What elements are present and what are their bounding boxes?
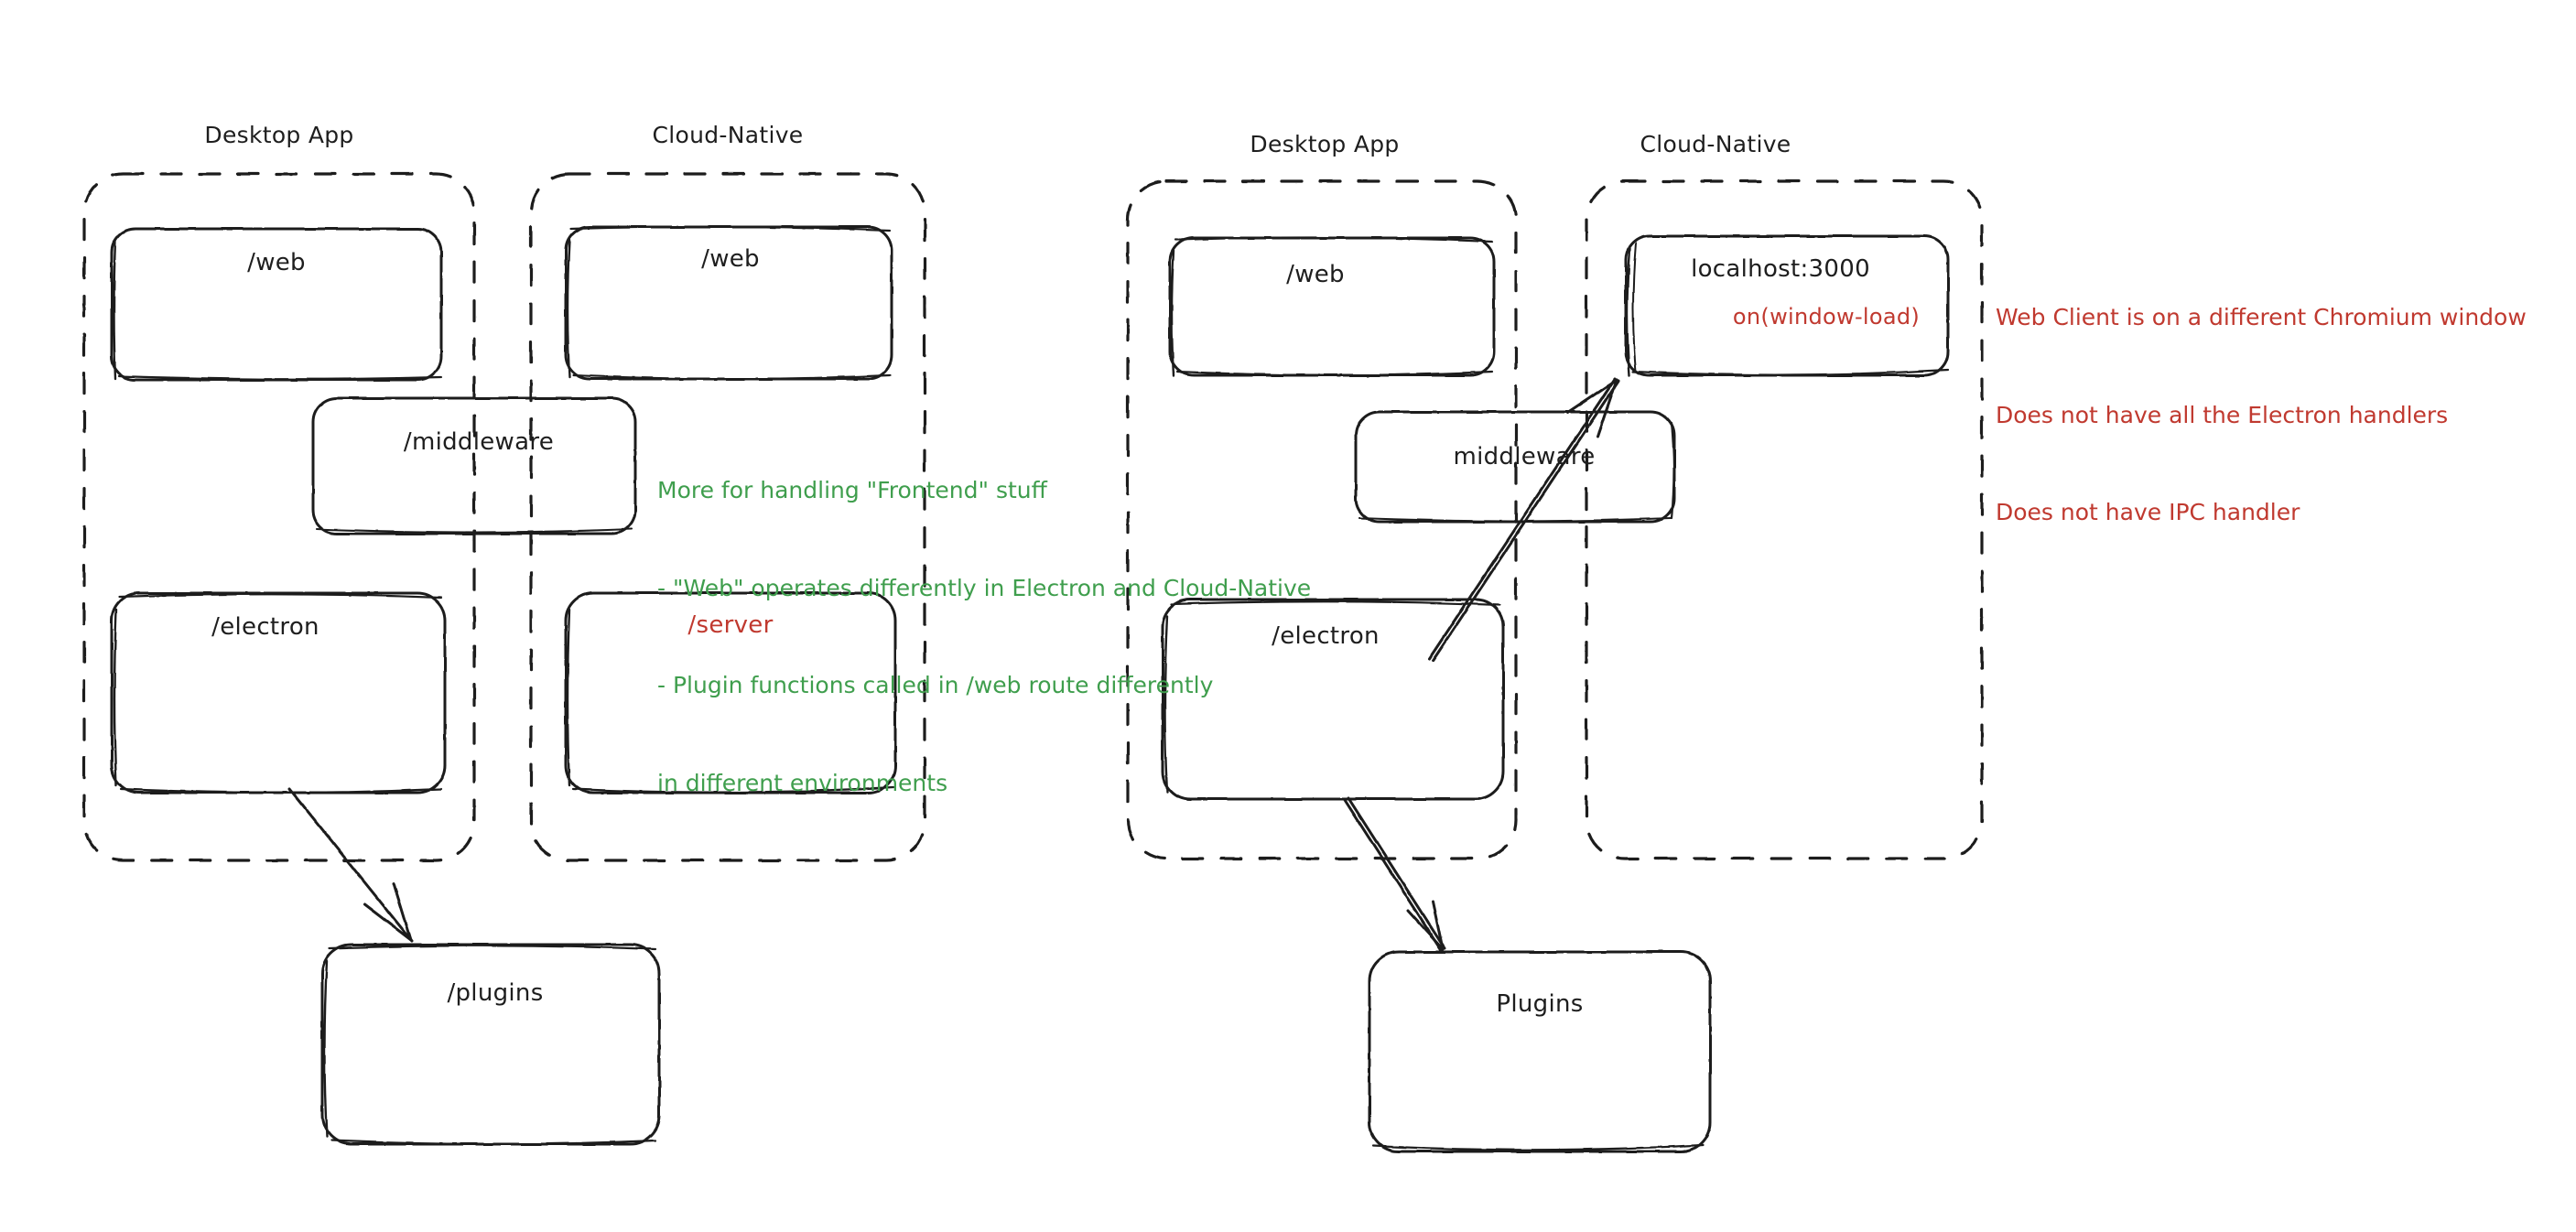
annotation-red-line-3: Does not have IPC handler (1996, 499, 2300, 525)
box-label-r-localhost: localhost:3000 (1691, 255, 1870, 283)
panel-title-left-cloud: Cloud-Native (652, 122, 804, 148)
annotation-green-line-4: in different environments (657, 769, 948, 796)
box-label-r-plugins: Plugins (1496, 990, 1584, 1018)
box-label-r-web: /web (1286, 261, 1345, 288)
box-label-l-plugins: /plugins (447, 979, 544, 1007)
annotation-red-line-1: Web Client is on a different Chromium wi… (1996, 304, 2527, 330)
box-outline-r-plugins (1368, 950, 1712, 1153)
box-outline-r-middleware (1354, 410, 1676, 524)
box-outline-l-middleware (311, 396, 637, 535)
annotation-green-line-2: - "Web" operates differently in Electron… (657, 574, 1312, 601)
annotation-green-line-3: - Plugin functions called in /web route … (657, 672, 1214, 698)
box-outline-l-web (110, 227, 443, 382)
box-outline-l-plugins (320, 943, 661, 1146)
box-sublabel-r-localhost: on(window-load) (1732, 304, 1921, 330)
panel-title-left-desktop: Desktop App (204, 122, 354, 148)
annotation-green: More for handling "Frontend" stuff - "We… (657, 409, 1311, 864)
panel-outline-left-cloud (529, 172, 926, 862)
arrow-right-electron-to-localhost (1427, 377, 1620, 663)
panel-outline-left-desktop (82, 172, 476, 862)
annotation-red: Web Client is on a different Chromium wi… (1996, 236, 2527, 594)
box-outline-r-localhost (1624, 234, 1950, 377)
box-outline-l-server (564, 591, 897, 794)
box-outline-r-web (1168, 236, 1496, 377)
panel-outline-right-desktop (1126, 179, 1518, 860)
box-label-l-web2: /web (701, 245, 760, 273)
box-label-r-middleware: middleware (1453, 443, 1596, 470)
box-label-l-server: /server (687, 611, 774, 639)
panel-title-right-cloud: Cloud-Native (1640, 131, 1791, 157)
arrow-left-electron-to-plugins (287, 787, 414, 943)
box-outline-l-web2 (564, 225, 893, 381)
box-label-l-electron: /electron (211, 613, 319, 641)
annotation-red-line-2: Does not have all the Electron handlers (1996, 401, 2449, 428)
panel-title-right-desktop: Desktop App (1250, 131, 1400, 157)
panel-outline-right-cloud (1585, 179, 1984, 860)
box-outline-r-electron (1161, 598, 1505, 801)
box-label-r-electron: /electron (1272, 622, 1380, 650)
box-outline-l-electron (110, 591, 447, 794)
annotation-green-line-1: More for handling "Frontend" stuff (657, 477, 1047, 503)
box-label-l-middleware: /middleware (403, 428, 555, 456)
arrow-right-electron-to-plugins (1343, 796, 1446, 952)
box-label-l-web: /web (247, 249, 306, 276)
